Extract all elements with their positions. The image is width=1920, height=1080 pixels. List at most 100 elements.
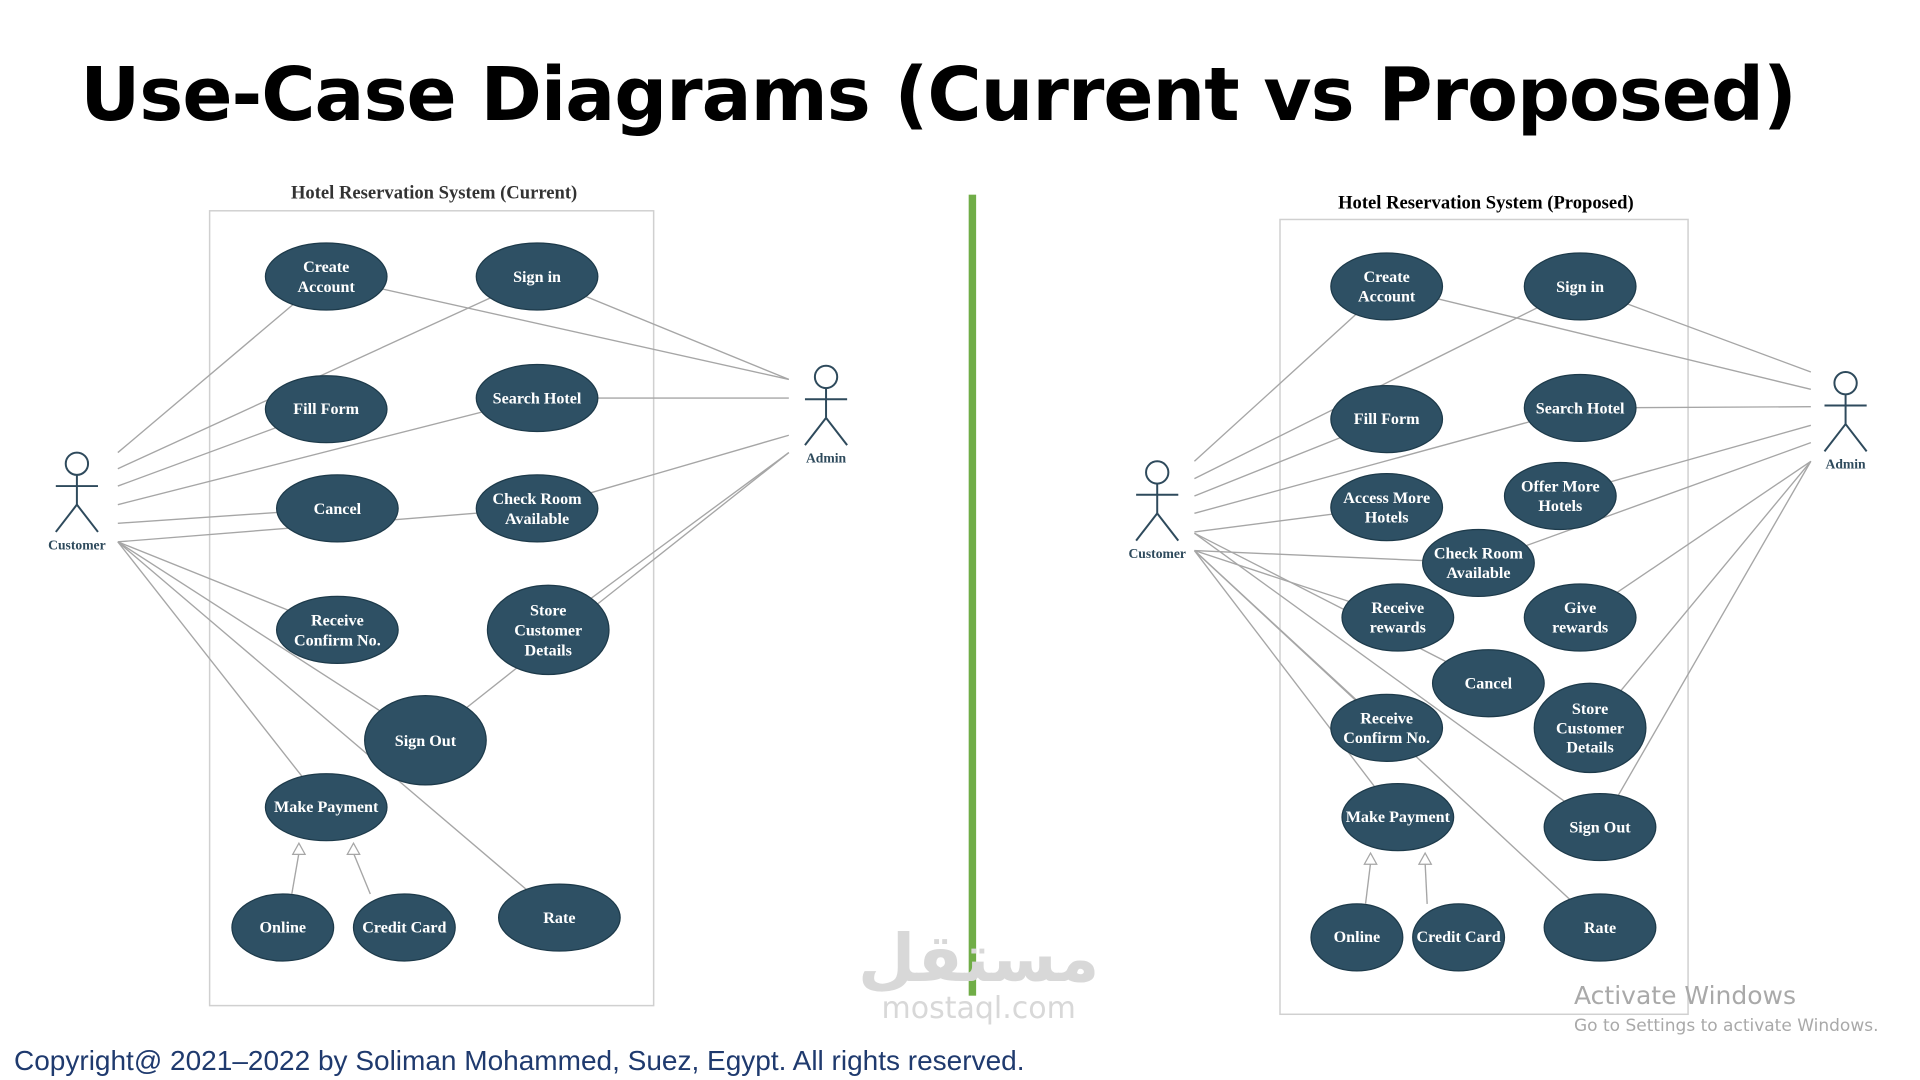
use-case: Sign in	[475, 242, 599, 311]
use-case-label: Store	[530, 602, 566, 619]
use-case-ellipse	[264, 773, 388, 842]
use-case-ellipse	[497, 883, 621, 952]
use-case-label: Confirm No.	[1343, 730, 1430, 747]
use-case-label: Hotels	[1538, 498, 1582, 515]
use-case: Search Hotel	[475, 363, 599, 433]
use-case-label: Receive	[311, 612, 364, 629]
use-case-label: rewards	[1552, 620, 1608, 637]
system-title: Hotel Reservation System (Current)	[291, 182, 577, 203]
use-case-label: Fill Form	[293, 401, 359, 418]
slide-title: Use-Case Diagrams (Current vs Proposed)	[80, 52, 1797, 138]
use-case-label: Sign in	[1556, 279, 1604, 296]
system-title: Hotel Reservation System (Proposed)	[1338, 192, 1634, 213]
use-case-label: Rate	[543, 910, 575, 927]
use-case-ellipse	[231, 893, 335, 962]
generalization-line	[1424, 862, 1428, 904]
use-case-ellipse	[1543, 893, 1657, 962]
use-case-ellipse	[1341, 783, 1455, 852]
use-case-label: Details	[1566, 740, 1613, 757]
use-case: Receive rewards	[1341, 583, 1455, 652]
use-case-ellipse	[1330, 385, 1444, 454]
use-case-ellipse	[1422, 528, 1535, 598]
use-case-ellipse	[1543, 792, 1657, 862]
use-case: Fill Form	[264, 375, 388, 444]
use-case-label: Check Room	[493, 491, 583, 508]
actor-leg	[55, 504, 78, 533]
actor-leg	[1156, 512, 1180, 542]
use-case-label: Customer	[514, 623, 582, 640]
use-case-label: Cancel	[1465, 676, 1513, 693]
system-boundary	[1279, 218, 1689, 1016]
use-case-label: Rate	[1584, 920, 1616, 937]
association-line	[117, 275, 327, 454]
use-case: Online	[1310, 903, 1404, 972]
association-line	[117, 541, 426, 741]
generalization-arrowhead-icon	[346, 841, 361, 855]
use-case: Search Hotel	[1523, 373, 1637, 443]
use-case-ellipse	[264, 375, 388, 444]
use-case: Credit Card	[1412, 903, 1506, 972]
use-case-ellipse	[1330, 473, 1444, 542]
use-case-ellipse	[364, 694, 487, 786]
use-case-ellipse	[275, 595, 399, 664]
actor-head	[813, 364, 839, 390]
activate-windows-notice: Activate Windows Go to Settings to activ…	[1574, 982, 1879, 1037]
association-line	[117, 541, 327, 808]
use-case-label: Online	[260, 919, 307, 936]
use-case-ellipse	[1341, 583, 1455, 652]
actor-admin	[1823, 370, 1868, 452]
association-line	[1579, 460, 1812, 619]
use-case: Online	[231, 893, 335, 962]
use-case: Sign Out	[1543, 792, 1657, 862]
generalization-arrowhead-icon	[1363, 851, 1378, 865]
association-line	[1193, 550, 1399, 818]
association-line	[1194, 532, 1489, 684]
use-case-label: Sign Out	[395, 733, 457, 750]
use-case-ellipse	[475, 242, 599, 311]
actor-customer	[1135, 460, 1180, 542]
actor-leg	[76, 504, 99, 533]
actor-head	[1145, 460, 1170, 485]
use-case-ellipse	[486, 584, 610, 676]
use-case-label: Create	[303, 259, 349, 276]
use-case-label: Search Hotel	[493, 391, 582, 408]
association-line	[425, 452, 790, 741]
generalization-arrowhead-icon	[1417, 851, 1433, 865]
copyright-text: Copyright@ 2021–2022 by Soliman Mohammed…	[14, 1045, 1025, 1076]
use-case-label: Sign in	[513, 269, 561, 286]
actor-admin-label: Admin	[806, 451, 847, 466]
use-case-label: Customer	[1556, 720, 1624, 737]
use-case-ellipse	[475, 474, 599, 543]
use-case: Sign in	[1523, 252, 1637, 321]
actor-head	[1833, 370, 1858, 396]
watermark-latin: mostaql.com	[881, 991, 1076, 1026]
use-case-label: Online	[1334, 929, 1381, 946]
use-case-label: Create	[1364, 269, 1410, 286]
use-case-label: rewards	[1370, 620, 1426, 637]
actor-leg	[1844, 423, 1868, 452]
use-case-ellipse	[275, 474, 399, 543]
association-line	[1193, 285, 1388, 462]
association-line	[326, 275, 789, 381]
use-case-label: Account	[298, 279, 356, 296]
actor-customer	[55, 451, 99, 533]
association-line	[1599, 460, 1812, 828]
use-case-label: Credit Card	[362, 919, 446, 936]
use-case-label: Available	[1446, 565, 1510, 582]
use-case-label: Receive	[1371, 600, 1424, 617]
mostaql-watermark: مستقل mostaql.com	[858, 925, 1099, 1025]
actor-admin-label: Admin	[1826, 457, 1867, 472]
association-line	[117, 541, 560, 919]
watermark-arabic: مستقل	[858, 920, 1100, 997]
use-case-label: Credit Card	[1416, 929, 1500, 946]
use-case-label: Account	[1358, 289, 1416, 306]
association-line	[1478, 442, 1812, 564]
use-case-label: Available	[505, 511, 569, 528]
use-case: Credit Card	[352, 893, 456, 962]
